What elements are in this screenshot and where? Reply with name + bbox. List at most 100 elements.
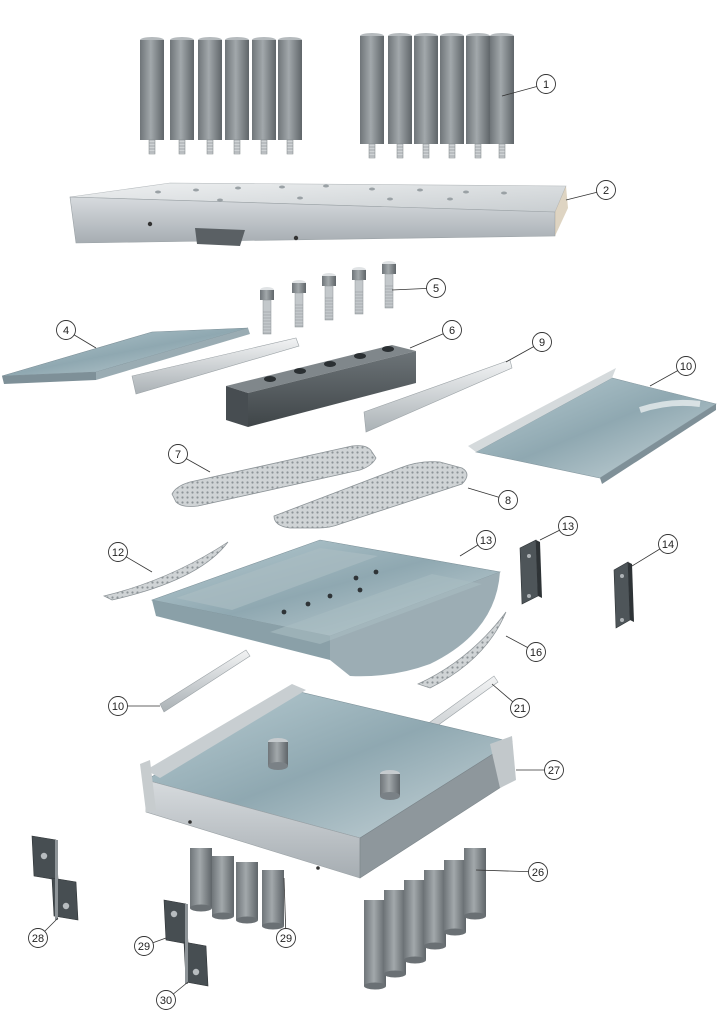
bolt-1 <box>260 287 274 335</box>
bolt-3 <box>322 273 336 321</box>
callout-circle <box>596 180 616 200</box>
callout-c2: 2 <box>565 180 616 201</box>
post-right-1 <box>360 33 384 159</box>
block-hole <box>354 353 366 359</box>
perforated-plate-8 <box>273 461 468 529</box>
callout-circle <box>544 760 564 780</box>
post-bottom-10 <box>464 848 486 920</box>
callout-label: 4 <box>63 325 69 337</box>
callout-c12: 12 <box>108 542 153 573</box>
callout-c6: 6 <box>409 320 462 349</box>
slab-hole <box>155 190 161 194</box>
callout-circle <box>108 696 128 716</box>
post-left-1 <box>140 37 164 155</box>
callout-c28: 28 <box>28 917 59 948</box>
post-left-2 <box>170 37 194 155</box>
slab-hole <box>235 186 241 190</box>
slab-hole <box>369 187 375 191</box>
slab-hole <box>447 197 453 201</box>
strip-right <box>363 359 513 433</box>
callout-c27: 27 <box>516 760 564 780</box>
callout-c10b: 10 <box>108 696 160 716</box>
plate-hole <box>373 569 379 575</box>
callout-label: 9 <box>539 337 545 349</box>
callout-label: 10 <box>680 361 692 373</box>
callout-label: 29 <box>280 933 292 945</box>
callout-label: 26 <box>532 867 544 879</box>
callout-circle <box>558 516 578 536</box>
post-right-3 <box>414 33 438 159</box>
post-left-5 <box>252 37 276 155</box>
post-bottom-9 <box>444 860 466 936</box>
bracket-13 <box>519 539 542 605</box>
callout-c13b: 13 <box>539 516 578 541</box>
callout-c30: 30 <box>156 981 189 1010</box>
left-plate <box>1 327 250 384</box>
callout-c5: 5 <box>391 278 446 298</box>
callout-label: 1 <box>543 79 549 91</box>
leader-line <box>475 869 539 873</box>
callout-circle <box>168 444 188 464</box>
callout-circle <box>658 534 678 554</box>
slab-hole <box>279 185 285 189</box>
callout-c7: 7 <box>168 444 211 473</box>
callout-circle <box>28 928 48 948</box>
callout-c9: 9 <box>505 332 552 363</box>
post-bottom-8 <box>424 870 446 950</box>
bolt-2 <box>292 280 306 328</box>
post-bottom-6 <box>384 890 406 978</box>
strip-10-lower <box>159 649 251 713</box>
block-hole <box>324 361 336 367</box>
slab-hole <box>501 191 507 195</box>
callout-label: 6 <box>449 325 455 337</box>
callout-label: 5 <box>433 283 439 295</box>
posts-bottom <box>190 848 486 990</box>
hinge-29-30 <box>163 899 209 987</box>
callout-label: 10 <box>112 701 124 713</box>
block-hole <box>294 368 306 374</box>
callout-c16: 16 <box>505 635 546 662</box>
post-bottom-1 <box>190 848 212 912</box>
callout-label: 30 <box>160 995 172 1007</box>
post-bottom-5 <box>364 900 386 990</box>
post-left-6 <box>278 37 302 155</box>
callout-label: 29 <box>138 941 150 953</box>
callout-circle <box>528 862 548 882</box>
post-right-6 <box>490 33 514 159</box>
callout-c8: 8 <box>467 487 518 510</box>
slab-hole <box>387 197 393 201</box>
curved-sheet-16 <box>417 611 507 689</box>
block-hole <box>264 376 276 382</box>
plate-hole <box>357 587 363 593</box>
callout-label: 27 <box>548 765 560 777</box>
slab-hole <box>297 196 303 200</box>
post-bottom-3 <box>236 862 258 924</box>
post-bottom-7 <box>404 880 426 964</box>
perforated-plate-7 <box>171 445 377 507</box>
callout-circle <box>442 320 462 340</box>
callout-c4: 4 <box>56 320 97 349</box>
slab-hole <box>323 184 329 188</box>
callout-c21: 21 <box>491 683 530 718</box>
posts-top-right <box>360 33 514 159</box>
callout-circle <box>134 936 154 956</box>
bolt-4 <box>352 267 366 315</box>
callout-circle <box>476 530 496 550</box>
strip-left <box>131 337 300 395</box>
callout-circle <box>108 542 128 562</box>
callout-c14: 14 <box>631 534 678 567</box>
callout-label: 7 <box>175 449 181 461</box>
post-right-4 <box>440 33 464 159</box>
hinge-28 <box>31 835 79 921</box>
posts-top-left <box>140 37 302 155</box>
callout-c13a: 13 <box>459 530 496 557</box>
callout-c29b: 29 <box>276 877 296 948</box>
callout-circle <box>426 278 446 298</box>
callout-circle <box>56 320 76 340</box>
callout-circle <box>532 332 552 352</box>
callout-label: 12 <box>112 547 124 559</box>
callout-circle <box>536 74 556 94</box>
